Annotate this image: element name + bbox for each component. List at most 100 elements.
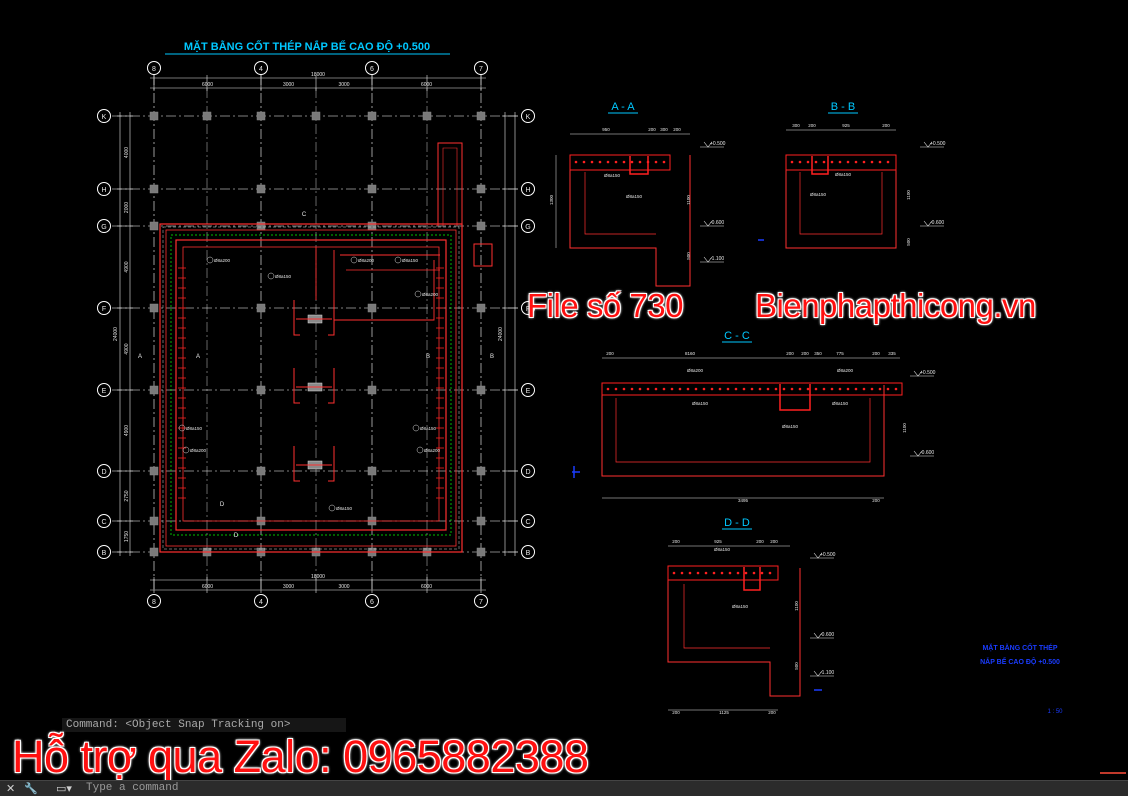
rebar-dot (782, 387, 786, 391)
grid-row-bubble-left (97, 219, 111, 233)
level-marker (703, 220, 713, 227)
section-title: D - D (724, 517, 750, 529)
column-bracket (328, 300, 335, 336)
rebar-dot (886, 160, 890, 164)
rebar-label: Ø8a200 (190, 448, 207, 453)
column-marker (149, 466, 159, 476)
rebar-dot (798, 160, 802, 164)
vent-shaft (437, 142, 463, 226)
rebar-dot (646, 387, 650, 391)
level-label: -1.100 (820, 670, 834, 676)
level-label: -0.600 (920, 450, 934, 456)
command-input[interactable]: Type a command (86, 782, 179, 794)
section-slab (667, 565, 779, 581)
rebar-dot (814, 160, 818, 164)
section-concrete-outline (569, 155, 691, 287)
rebar-dot (752, 571, 756, 575)
section-mark: A (196, 354, 200, 360)
grid-row-bubble-right (521, 182, 535, 196)
section-rebar-label: Ø8a200 (837, 368, 854, 373)
rebar-dot (622, 160, 626, 164)
grid-row-bubble-left-label: D (101, 469, 106, 476)
grid-row-bubble-left-label: G (101, 224, 106, 231)
rebar-dot (878, 387, 882, 391)
rebar-label: Ø8a150 (420, 426, 437, 431)
dimension-total: 24000 (498, 327, 504, 341)
section-mark: B (426, 354, 430, 360)
column-marker (149, 547, 159, 557)
level-label: -0.600 (710, 220, 724, 226)
close-icon[interactable]: ✕ (6, 782, 16, 795)
section-dim: 350 (814, 351, 822, 356)
column-marker (476, 516, 486, 526)
command-line-bar: ✕ 🔧 ▭▾ Type a command (0, 780, 1128, 796)
grid-row-bubble-left (97, 383, 111, 397)
grid-row-bubble-right-label: C (525, 519, 530, 526)
rebar-dot (598, 160, 602, 164)
rebar-callout-circle (394, 256, 402, 264)
grid-row-bubble-left-label: B (102, 550, 107, 557)
section-concrete-outline (601, 385, 885, 477)
rebar-dot (862, 160, 866, 164)
dimension-value: 2750 (124, 490, 130, 501)
grid-row-bubble-right (521, 301, 535, 315)
rebar-dot (878, 160, 882, 164)
rebar-dot (696, 571, 700, 575)
rebar-dot (614, 160, 618, 164)
rebar-dot (806, 387, 810, 391)
grid-row-bubble-right-label: H (525, 187, 530, 194)
column-marker (367, 303, 377, 313)
command-history-dropdown-icon[interactable]: ▭▾ (56, 782, 72, 795)
section-dim: 335 (888, 351, 896, 356)
level-marker (913, 450, 923, 457)
section-dim: 200 (770, 539, 778, 544)
column-marker (476, 466, 486, 476)
grid-row-bubble-left (97, 301, 111, 315)
level-label: -0.600 (820, 632, 834, 638)
section-dim: 1100 (794, 601, 799, 611)
rebar-dot (886, 387, 890, 391)
rebar-dot (768, 571, 772, 575)
rebar-callout-circle (416, 446, 424, 454)
rebar-dot (846, 160, 850, 164)
grid-column-bubble-top-label: 6 (370, 66, 374, 73)
section-dim: 200 (808, 123, 816, 128)
rebar-label: Ø8a150 (402, 258, 419, 263)
tank-hatch-line (170, 234, 452, 536)
column-marker (202, 111, 212, 121)
rebar-dot (750, 387, 754, 391)
rebar-dot (662, 387, 666, 391)
section-dim: 200 (673, 127, 681, 132)
dimension-value: 4900 (124, 425, 130, 436)
section-dim: 300 (792, 123, 800, 128)
column-marker (311, 111, 321, 121)
section-rebar-label: Ø8a150 (782, 424, 799, 429)
rebar-dot (710, 387, 714, 391)
customize-icon[interactable]: 🔧 (24, 782, 38, 795)
rebar-callout-circle (328, 504, 336, 512)
vent-shaft-inner (442, 147, 458, 226)
column-marker (422, 111, 432, 121)
grid-column-bubble-bottom (147, 594, 161, 608)
grid-row-bubble-left-label: C (101, 519, 106, 526)
column-marker (256, 221, 266, 231)
grid-column-bubble-top-label: 4 (259, 66, 263, 73)
rebar-callout-circle (182, 446, 190, 454)
section-dim: 200 (606, 351, 614, 356)
column-marker (149, 385, 159, 395)
rebar-callout-circle (350, 256, 358, 264)
grid-row-bubble-right (521, 464, 535, 478)
website-label: Bienphapthicong.vn (755, 287, 1036, 324)
column-bracket (328, 368, 335, 404)
level-marker (813, 632, 823, 639)
grid-row-bubble-left (97, 182, 111, 196)
rebar-dot (870, 387, 874, 391)
column-bracket (293, 300, 300, 336)
rebar-dot (712, 571, 716, 575)
section-rebar-label: Ø8a150 (732, 604, 749, 609)
column-marker (149, 184, 159, 194)
section-dim: 500 (794, 662, 799, 670)
